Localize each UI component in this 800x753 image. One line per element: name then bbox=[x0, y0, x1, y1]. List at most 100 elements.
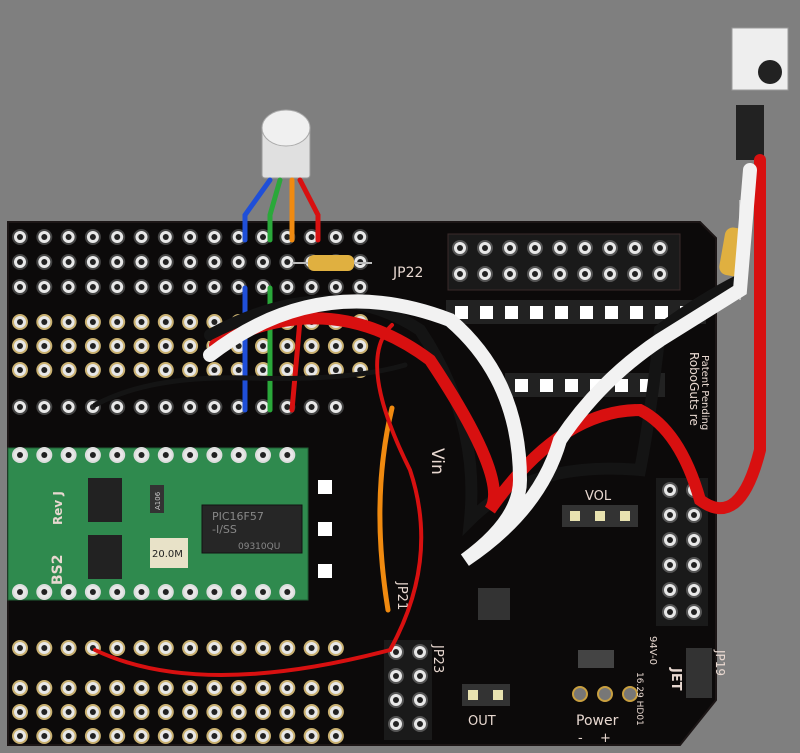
proto-hole-center bbox=[332, 733, 339, 739]
proto-hole-center bbox=[284, 645, 291, 651]
proto-hole-center bbox=[284, 234, 291, 240]
power-pads bbox=[572, 686, 638, 702]
wire-orange bbox=[289, 177, 395, 613]
module-pin-center bbox=[138, 452, 145, 458]
wire-white-cable bbox=[203, 163, 757, 566]
header-pin-center bbox=[417, 649, 423, 655]
wire-blue bbox=[242, 177, 273, 413]
module-rev: Rev J bbox=[51, 491, 65, 525]
label-rating: 94V-0 bbox=[647, 636, 658, 665]
proto-hole-center bbox=[260, 259, 266, 265]
proto-hole-center bbox=[17, 343, 23, 349]
header-pin-center bbox=[691, 609, 697, 615]
header-pin-center bbox=[667, 562, 673, 568]
proto-hole-center bbox=[332, 645, 339, 651]
module-pin-center bbox=[89, 452, 96, 458]
socket-pad bbox=[565, 379, 578, 392]
label-minus: - bbox=[578, 731, 583, 746]
proto-hole-center bbox=[138, 645, 145, 651]
proto-hole-center bbox=[187, 367, 194, 373]
proto-hole-center bbox=[162, 709, 169, 715]
proto-hole-center bbox=[41, 645, 48, 651]
proto-hole-center bbox=[89, 259, 96, 265]
proto-hole-center bbox=[138, 259, 145, 265]
header-pin-center bbox=[532, 271, 538, 277]
proto-hole-center bbox=[308, 685, 315, 691]
proto-hole-center bbox=[260, 367, 266, 373]
label-jp21: JP21 bbox=[394, 581, 409, 610]
module-pin-center bbox=[17, 589, 23, 595]
proto-hole-center bbox=[284, 709, 291, 715]
socket-pad bbox=[605, 306, 618, 319]
proto-hole-center bbox=[187, 709, 194, 715]
proto-hole-center bbox=[65, 709, 72, 715]
proto-hole-center bbox=[17, 234, 23, 240]
proto-hole-center bbox=[162, 733, 169, 739]
proto-hole-center bbox=[138, 319, 145, 325]
header-pin-center bbox=[667, 587, 673, 593]
resistor bbox=[308, 255, 354, 271]
header-pin-center bbox=[657, 245, 663, 251]
label-date: 16.29 HD01 bbox=[634, 672, 644, 726]
proto-hole-center bbox=[65, 367, 72, 373]
proto-hole-center bbox=[162, 234, 169, 240]
proto-hole-center bbox=[138, 404, 145, 410]
proto-hole-center bbox=[235, 343, 242, 349]
proto-hole-center bbox=[41, 343, 48, 349]
socket-pad bbox=[555, 306, 568, 319]
proto-hole-center bbox=[332, 284, 339, 290]
module-pin-center bbox=[138, 589, 145, 595]
proto-hole-center bbox=[162, 404, 169, 410]
header-pin-center bbox=[457, 245, 463, 251]
vol-pins bbox=[570, 511, 630, 521]
proto-hole-center bbox=[211, 234, 218, 240]
proto-hole-center bbox=[138, 709, 145, 715]
proto-hole-center bbox=[187, 343, 194, 349]
out-pins bbox=[468, 690, 503, 700]
header-pin-center bbox=[632, 245, 638, 251]
proto-hole-center bbox=[235, 284, 242, 290]
header-pin-center bbox=[607, 271, 613, 277]
proto-hole-center bbox=[65, 259, 72, 265]
header-pin-center bbox=[691, 537, 697, 543]
label-maker: JET bbox=[668, 667, 683, 691]
proto-hole-center bbox=[41, 367, 48, 373]
header-pin-center bbox=[507, 245, 513, 251]
module-pin-center bbox=[260, 589, 266, 595]
proto-hole-center bbox=[308, 709, 315, 715]
socket-pad bbox=[655, 306, 668, 319]
proto-hole-center bbox=[187, 404, 194, 410]
socket-pad bbox=[540, 379, 553, 392]
proto-hole-center bbox=[41, 259, 48, 265]
proto-hole-center bbox=[211, 733, 218, 739]
module-pin-center bbox=[211, 452, 218, 458]
proto-hole-center bbox=[114, 234, 121, 240]
proto-hole-center bbox=[65, 234, 72, 240]
ir-sensor bbox=[731, 27, 789, 160]
proto-hole-center bbox=[284, 259, 291, 265]
proto-hole-center bbox=[187, 685, 194, 691]
proto-hole-center bbox=[65, 319, 72, 325]
label-vin: Vin bbox=[427, 448, 447, 475]
module-pin-center bbox=[17, 452, 23, 458]
header-pin-center bbox=[657, 271, 663, 277]
header-pin-center bbox=[691, 512, 697, 518]
proto-hole-center bbox=[138, 685, 145, 691]
module-pin-center bbox=[114, 452, 121, 458]
jp19-header bbox=[686, 648, 712, 698]
proto-hole-center bbox=[187, 319, 194, 325]
header-pin-center bbox=[417, 697, 423, 703]
proto-hole-center bbox=[41, 404, 48, 410]
proto-hole-center bbox=[187, 234, 194, 240]
proto-hole-center bbox=[332, 343, 339, 349]
header-pin-center bbox=[557, 271, 563, 277]
led bbox=[261, 109, 311, 179]
module-pin-center bbox=[65, 589, 72, 595]
proto-hole-center bbox=[114, 284, 121, 290]
proto-hole-center bbox=[114, 343, 121, 349]
proto-hole-center bbox=[162, 259, 169, 265]
proto-hole-center bbox=[114, 404, 121, 410]
module-pin-center bbox=[65, 452, 72, 458]
proto-hole-center bbox=[41, 685, 48, 691]
proto-hole-center bbox=[308, 404, 315, 410]
